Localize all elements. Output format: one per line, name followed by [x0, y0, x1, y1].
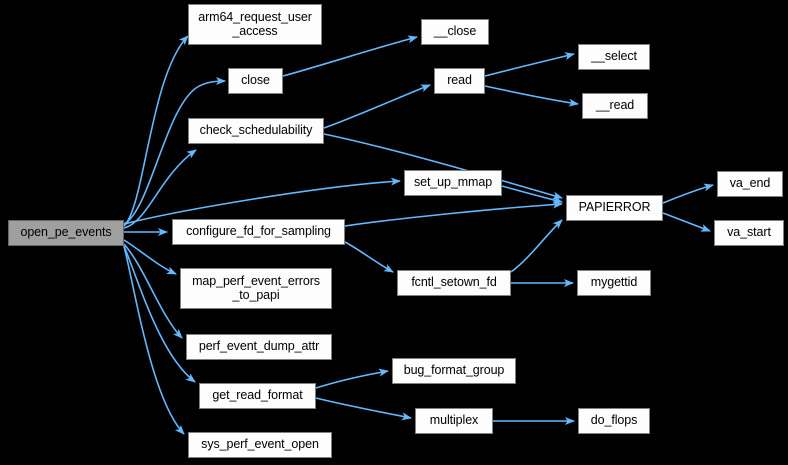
edge-check_schedulability-to-read [323, 84, 431, 129]
node-arm64_request_user_access[interactable]: arm64_request_user _access [188, 4, 322, 45]
edge-open_pe_events-to-map_perf_event_errors_to_papi [123, 239, 177, 275]
edge-configure_fd_for_sampling-to-PAPIERROR [344, 200, 563, 227]
node-bug_format_group[interactable]: bug_format_group [392, 358, 516, 384]
node-va_start[interactable]: va_start [714, 220, 784, 246]
edge-open_pe_events-to-get_read_format [123, 245, 196, 383]
node-label: va_end [729, 176, 771, 191]
node-__close[interactable]: __close [421, 19, 489, 45]
node-label: arm64_request_user _access [198, 10, 312, 38]
edge-configure_fd_for_sampling-to-fcntl_setown_fd [344, 241, 394, 273]
node-check_schedulability[interactable]: check_schedulability [188, 118, 324, 144]
node-PAPIERROR[interactable]: PAPIERROR [566, 195, 663, 221]
edge-set_up_mmap-to-PAPIERROR [501, 185, 563, 204]
node-get_read_format[interactable]: get_read_format [199, 383, 316, 409]
node-label: close [241, 73, 270, 88]
node-label: perf_event_dump_attr [198, 339, 320, 354]
edge-PAPIERROR-to-va_end [662, 183, 714, 204]
node-label: va_start [727, 225, 771, 240]
node-close[interactable]: close [228, 68, 283, 94]
edge-get_read_format-to-multiplex [315, 397, 412, 421]
edge-read-to-__select [484, 52, 575, 77]
edge-close-to-__close [282, 35, 418, 77]
edge-open_pe_events-to-perf_event_dump_attr [123, 243, 183, 339]
edge-check_schedulability-to-PAPIERROR [323, 133, 563, 200]
edge-get_read_format-to-bug_format_group [315, 368, 389, 389]
node-sys_perf_event_open[interactable]: sys_perf_event_open [188, 432, 332, 458]
node-label: multiplex [429, 413, 479, 428]
node-label: map_perf_event_errors _to_papi [192, 274, 320, 302]
node-perf_event_dump_attr[interactable]: perf_event_dump_attr [186, 334, 332, 360]
node-read[interactable]: read [434, 68, 485, 94]
edge-PAPIERROR-to-va_start [662, 212, 711, 232]
node-label: sys_perf_event_open [201, 437, 319, 452]
node-configure_fd_for_sampling[interactable]: configure_fd_for_sampling [172, 219, 345, 245]
edge-open_pe_events-to-arm64_request_user_access [123, 35, 189, 227]
node-set_up_mmap[interactable]: set_up_mmap [404, 170, 502, 196]
node-do_flops[interactable]: do_flops [578, 408, 650, 434]
node-mygettid[interactable]: mygettid [577, 270, 651, 296]
edge-open_pe_events-to-sys_perf_event_open [123, 245, 185, 435]
node-label: mygettid [590, 275, 638, 290]
edge-paths [123, 35, 714, 435]
node-label: do_flops [590, 413, 638, 428]
edge-open_pe_events-to-check_schedulability [123, 149, 197, 229]
node-multiplex[interactable]: multiplex [415, 408, 493, 434]
node-label: configure_fd_for_sampling [186, 224, 331, 239]
node-label: __read [595, 98, 635, 113]
node-label: bug_format_group [403, 363, 505, 378]
node-__read[interactable]: __read [582, 93, 648, 119]
node-label: open_pe_events [20, 225, 112, 240]
node-__select[interactable]: __select [578, 44, 650, 70]
edge-fcntl_setown_fd-to-PAPIERROR [510, 219, 563, 273]
node-fcntl_setown_fd[interactable]: fcntl_setown_fd [397, 270, 511, 296]
node-map_perf_event_errors_to_papi[interactable]: map_perf_event_errors _to_papi [180, 268, 332, 309]
node-va_end[interactable]: va_end [717, 171, 783, 197]
node-label: read [447, 73, 472, 88]
node-label: fcntl_setown_fd [411, 275, 497, 290]
node-label: check_schedulability [199, 123, 313, 138]
node-label: get_read_format [212, 388, 303, 403]
edge-read-to-__read [484, 85, 579, 107]
node-label: __select [591, 49, 637, 64]
edge-open_pe_events-to-set_up_mmap [123, 177, 401, 225]
node-label: PAPIERROR [578, 200, 651, 215]
node-label: set_up_mmap [413, 175, 493, 190]
edge-open_pe_events-to-close [123, 77, 226, 225]
node-label: __close [433, 24, 477, 39]
node-open_pe_events[interactable]: open_pe_events [8, 220, 124, 246]
